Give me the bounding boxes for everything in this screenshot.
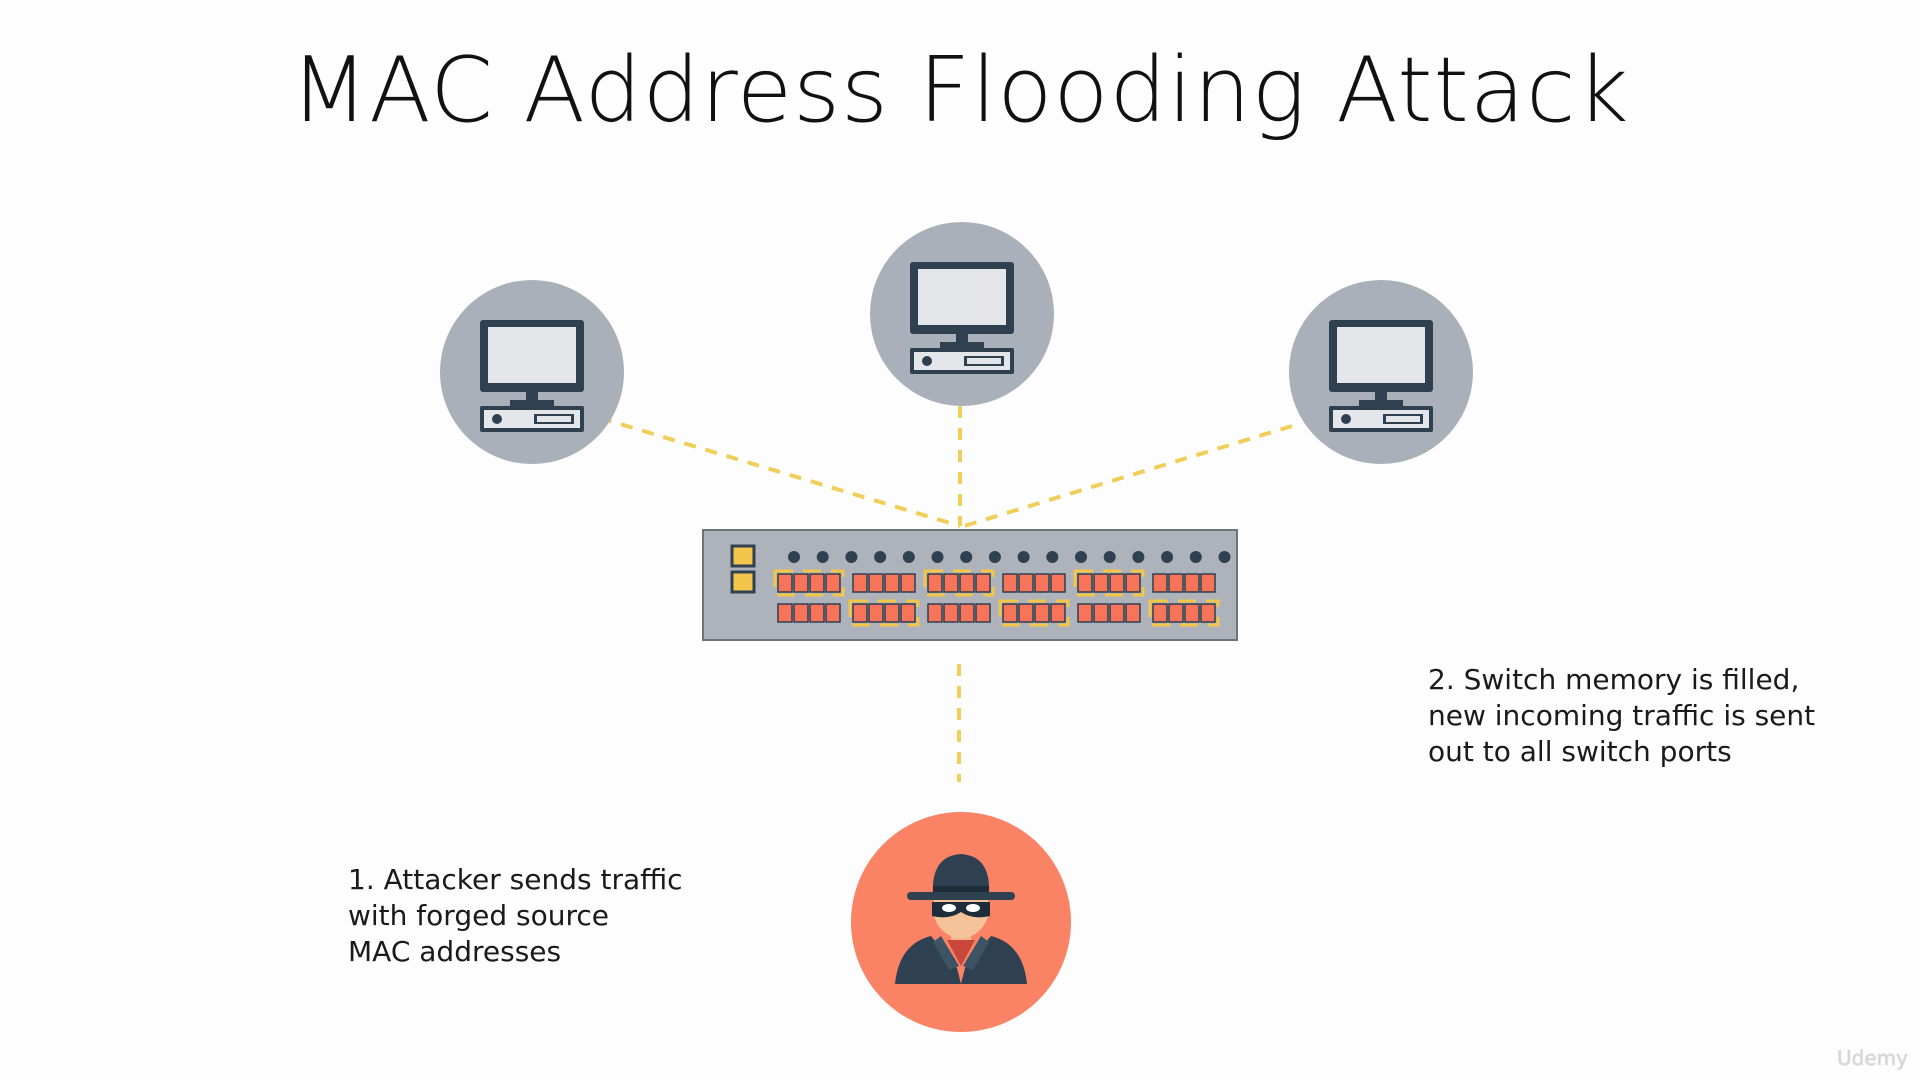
switch-port bbox=[1077, 603, 1093, 623]
switch-port bbox=[1018, 573, 1034, 593]
switch-port bbox=[884, 603, 900, 623]
switch-port bbox=[1002, 573, 1018, 593]
switch-port bbox=[852, 573, 868, 593]
switch-led bbox=[816, 551, 829, 563]
switch-port bbox=[809, 603, 825, 623]
switch-port bbox=[1152, 573, 1168, 593]
switch-port bbox=[809, 573, 825, 593]
switch-port bbox=[1152, 603, 1168, 623]
switch-port bbox=[1034, 573, 1050, 593]
switch-led bbox=[845, 551, 858, 563]
port-activity-highlight bbox=[1148, 599, 1220, 627]
switch-led bbox=[988, 551, 1001, 563]
switch-port bbox=[927, 603, 943, 623]
desktop-computer-icon bbox=[480, 320, 584, 432]
note-line: out to all switch ports bbox=[1428, 735, 1732, 768]
note-line: 2. Switch memory is filled, bbox=[1428, 663, 1800, 696]
switch-port bbox=[1093, 573, 1109, 593]
note-line: with forged source bbox=[348, 899, 609, 932]
switch-port bbox=[1109, 573, 1125, 593]
switch-port bbox=[852, 603, 868, 623]
network-switch-icon bbox=[702, 529, 1238, 641]
switch-port bbox=[1200, 603, 1216, 623]
switch-led bbox=[1075, 551, 1087, 563]
computer-center bbox=[870, 222, 1054, 406]
network-switch bbox=[702, 529, 1238, 641]
note-line: 1. Attacker sends traffic bbox=[348, 863, 683, 896]
switch-led bbox=[902, 551, 915, 563]
switch-port bbox=[1184, 603, 1200, 623]
udemy-watermark: Udemy bbox=[1837, 1046, 1908, 1070]
switch-port bbox=[1034, 603, 1050, 623]
switch-port bbox=[1077, 573, 1093, 593]
switch-port bbox=[1109, 603, 1125, 623]
switch-port bbox=[777, 603, 793, 623]
switch-port bbox=[1050, 603, 1066, 623]
switch-led bbox=[960, 551, 973, 563]
switch-led bbox=[1189, 551, 1202, 563]
switch-port bbox=[1200, 573, 1216, 593]
switch-port bbox=[943, 603, 959, 623]
switch-port bbox=[868, 603, 884, 623]
switch-port bbox=[777, 573, 793, 593]
switch-port bbox=[959, 603, 975, 623]
switch-port bbox=[975, 603, 991, 623]
switch-port bbox=[868, 573, 884, 593]
link-left-host-to-switch bbox=[599, 416, 961, 528]
desktop-computer-icon bbox=[1329, 320, 1433, 432]
switch-led bbox=[1046, 551, 1059, 563]
switch-port bbox=[793, 603, 809, 623]
switch-led bbox=[1017, 551, 1030, 563]
switch-port bbox=[975, 573, 991, 593]
switch-led bbox=[1103, 551, 1116, 563]
switch-port bbox=[900, 573, 916, 593]
switch-port bbox=[1018, 603, 1034, 623]
connection-links bbox=[599, 406, 1293, 782]
uplink-port-bottom bbox=[730, 570, 756, 594]
switch-port-grid bbox=[773, 569, 1220, 627]
switch-port bbox=[1002, 603, 1018, 623]
switch-port bbox=[1168, 603, 1184, 623]
port-activity-highlight bbox=[773, 569, 845, 597]
switch-port bbox=[927, 573, 943, 593]
switch-led bbox=[1132, 551, 1145, 563]
note-attacker: 1. Attacker sends traffic with forged so… bbox=[348, 862, 683, 970]
port-activity-highlight bbox=[848, 599, 920, 627]
port-activity-highlight bbox=[923, 569, 995, 597]
switch-port bbox=[1168, 573, 1184, 593]
switch-port bbox=[959, 573, 975, 593]
switch-port bbox=[1050, 573, 1066, 593]
switch-led bbox=[1161, 551, 1174, 563]
computer-right bbox=[1289, 280, 1473, 464]
hacker-spy-icon bbox=[895, 854, 1027, 984]
uplink-port-top bbox=[730, 544, 756, 568]
switch-port bbox=[825, 603, 841, 623]
switch-port bbox=[793, 573, 809, 593]
switch-port bbox=[884, 573, 900, 593]
attacker-spy bbox=[851, 812, 1071, 1032]
switch-port bbox=[1125, 573, 1141, 593]
note-line: new incoming traffic is sent bbox=[1428, 699, 1816, 732]
switch-port bbox=[900, 603, 916, 623]
switch-port bbox=[1125, 603, 1141, 623]
switch-port bbox=[825, 573, 841, 593]
port-activity-highlight bbox=[998, 599, 1070, 627]
switch-led bbox=[1218, 551, 1231, 563]
switch-led bbox=[874, 551, 887, 563]
switch-led-row bbox=[788, 551, 1231, 563]
slide-title: MAC Address Flooding Attack bbox=[290, 38, 1630, 143]
computer-left bbox=[440, 280, 624, 464]
link-right-host-to-switch bbox=[963, 424, 1293, 528]
desktop-computer-icon bbox=[910, 262, 1014, 374]
port-activity-highlight bbox=[1073, 569, 1145, 597]
switch-port bbox=[943, 573, 959, 593]
note-line: MAC addresses bbox=[348, 935, 562, 968]
switch-port bbox=[1184, 573, 1200, 593]
switch-led bbox=[931, 551, 944, 563]
switch-port bbox=[1093, 603, 1109, 623]
note-switch: 2. Switch memory is filled, new incoming… bbox=[1428, 662, 1815, 770]
switch-led bbox=[788, 551, 800, 563]
